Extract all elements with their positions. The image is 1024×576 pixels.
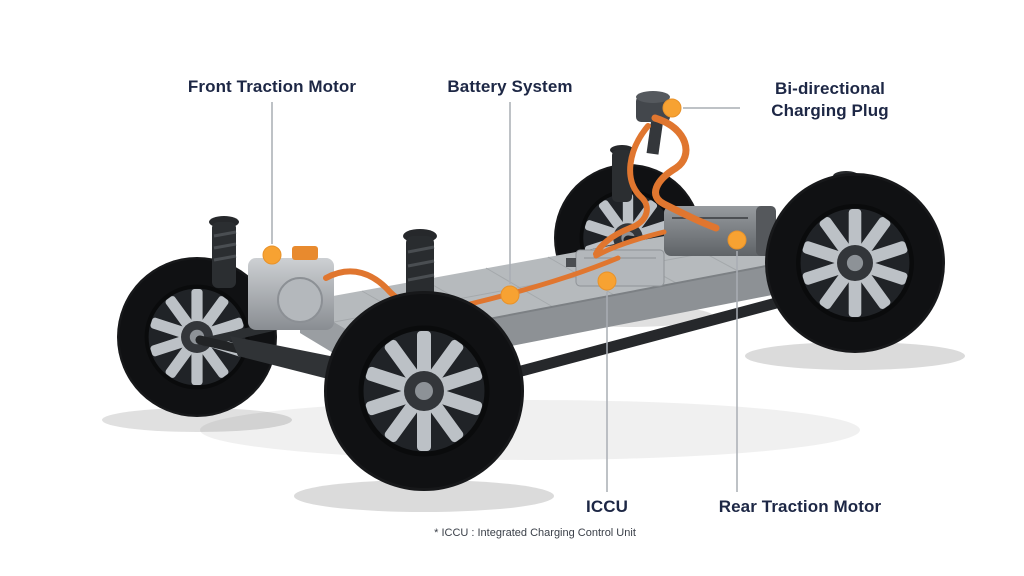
- label-battery-system: Battery System: [447, 77, 573, 96]
- label-bidirectional-charging-plug: Bi-directional Charging Plug: [771, 79, 889, 121]
- label-iccu: ICCU: [586, 497, 628, 516]
- orange-cables: [467, 114, 720, 307]
- iccu-unit: [566, 249, 665, 287]
- rear-near-wheel: [765, 173, 945, 353]
- far-suspension-struts: [209, 145, 634, 288]
- front-near-wheel: [324, 291, 524, 491]
- label-rear-traction-motor: Rear Traction Motor: [718, 497, 882, 516]
- charging-plug: [636, 91, 670, 155]
- front-traction-motor: [248, 246, 425, 330]
- footnote-iccu-definition: * ICCU : Integrated Charging Control Uni…: [434, 527, 636, 539]
- label-front-traction-motor: Front Traction Motor: [187, 77, 357, 96]
